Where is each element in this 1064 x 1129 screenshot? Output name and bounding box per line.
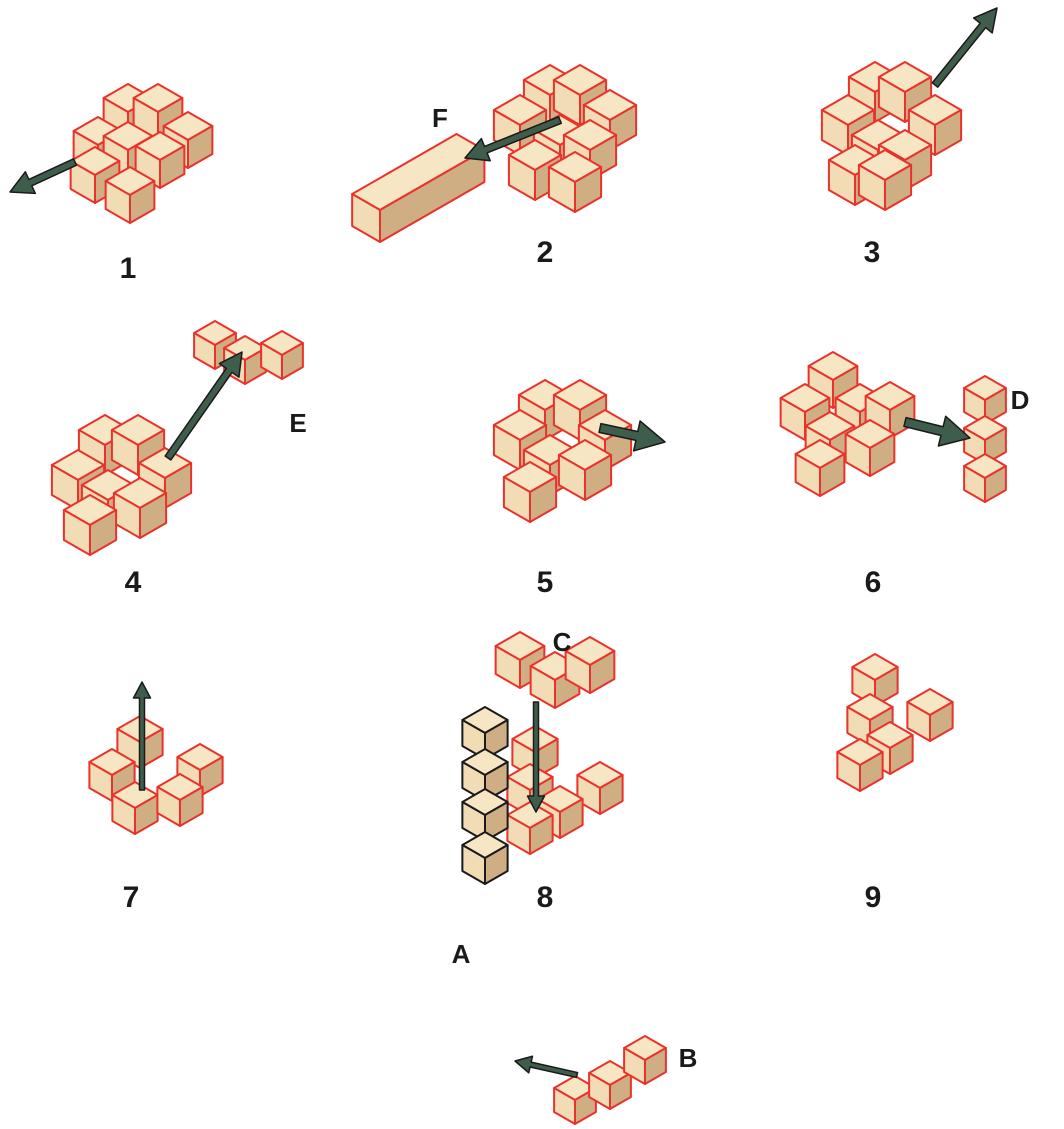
piece-letter-f: F [432,103,448,133]
step-label-5: 5 [537,566,554,599]
arrow-icon [165,352,242,460]
arrow-icon [932,8,997,87]
cube-block [577,762,622,814]
step-label-2: 2 [537,236,554,269]
step-label-7: 7 [123,881,140,914]
cube-block [261,331,303,379]
step-label-6: 6 [865,566,882,599]
cube-block [462,832,507,884]
piece-letter-b: B [679,1043,698,1073]
bar-piece [352,134,484,242]
cube-block [964,454,1006,502]
piece-letter-c: C [553,627,572,657]
arrow-icon [10,159,76,194]
step-label-1: 1 [120,252,137,285]
arrow-icon [904,416,970,446]
step-label-8: 8 [537,881,554,914]
arrow-icon [515,1056,578,1077]
piece-letter-d: D [1011,385,1030,415]
piece-letter-e: E [289,408,306,438]
step-label-3: 3 [864,236,881,269]
cube-block [907,689,952,741]
step-label-9: 9 [865,881,882,914]
step-label-4: 4 [125,566,142,599]
piece-letter-a: A [452,939,471,969]
